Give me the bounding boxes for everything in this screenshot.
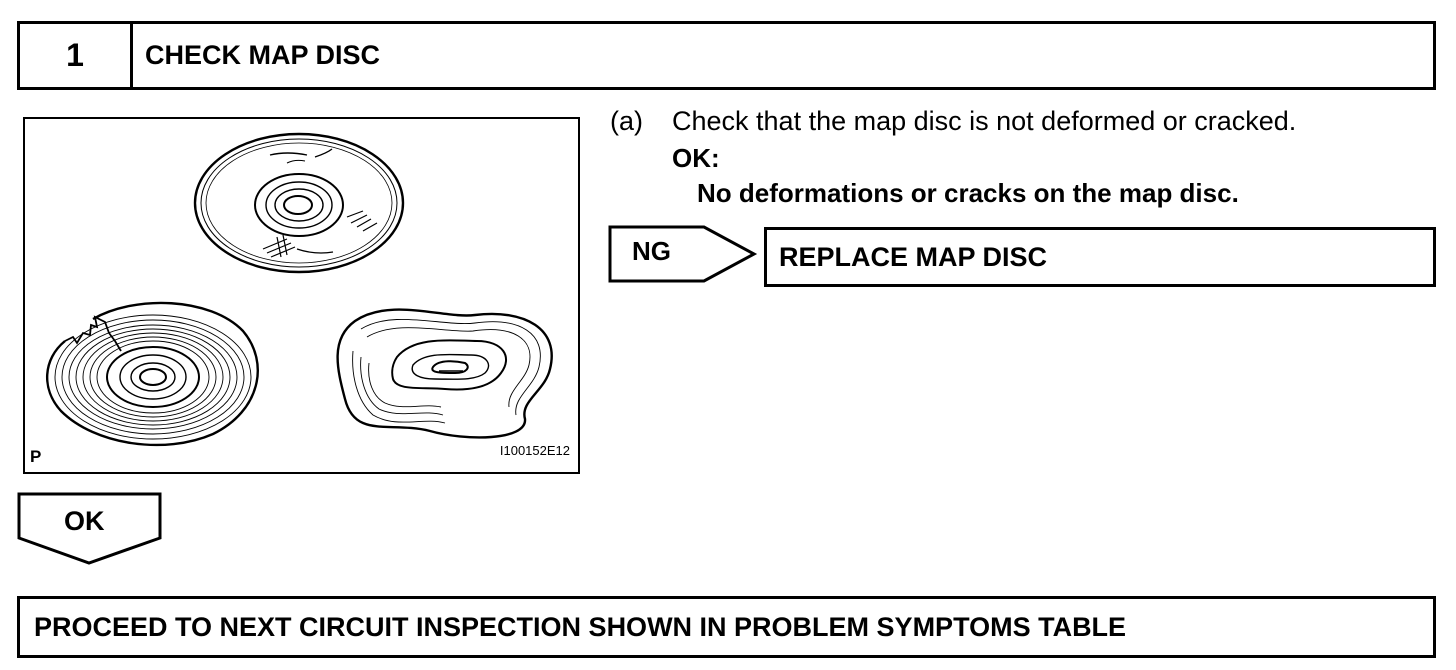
cracked-disc-icon [46, 301, 259, 447]
illustration-code: I100152E12 [499, 443, 570, 458]
ok-criteria-label: OK: [672, 143, 720, 173]
disc-drawing [46, 132, 553, 447]
ok-criteria-text: No deformations or cracks on the map dis… [697, 178, 1239, 208]
ng-label: NG [632, 236, 671, 266]
ng-arrow-icon [608, 225, 758, 283]
ok-arrow-icon [17, 492, 162, 565]
disc-illustration: P I100152E12 [23, 117, 580, 474]
ok-action-box: PROCEED TO NEXT CIRCUIT INSPECTION SHOWN… [17, 596, 1436, 658]
ng-action-box: REPLACE MAP DISC [764, 227, 1436, 287]
ok-label: OK [64, 506, 105, 536]
step-title: CHECK MAP DISC [145, 40, 381, 70]
instruction-text: Check that the map disc is not deformed … [672, 106, 1297, 136]
instruction-letter: (a) [610, 106, 643, 136]
illustration-corner-label: P [30, 447, 42, 466]
normal-disc-icon [193, 132, 405, 274]
step-number: 1 [20, 24, 133, 87]
deformed-disc-icon [336, 308, 553, 439]
step-header: 1 CHECK MAP DISC [17, 21, 1436, 90]
